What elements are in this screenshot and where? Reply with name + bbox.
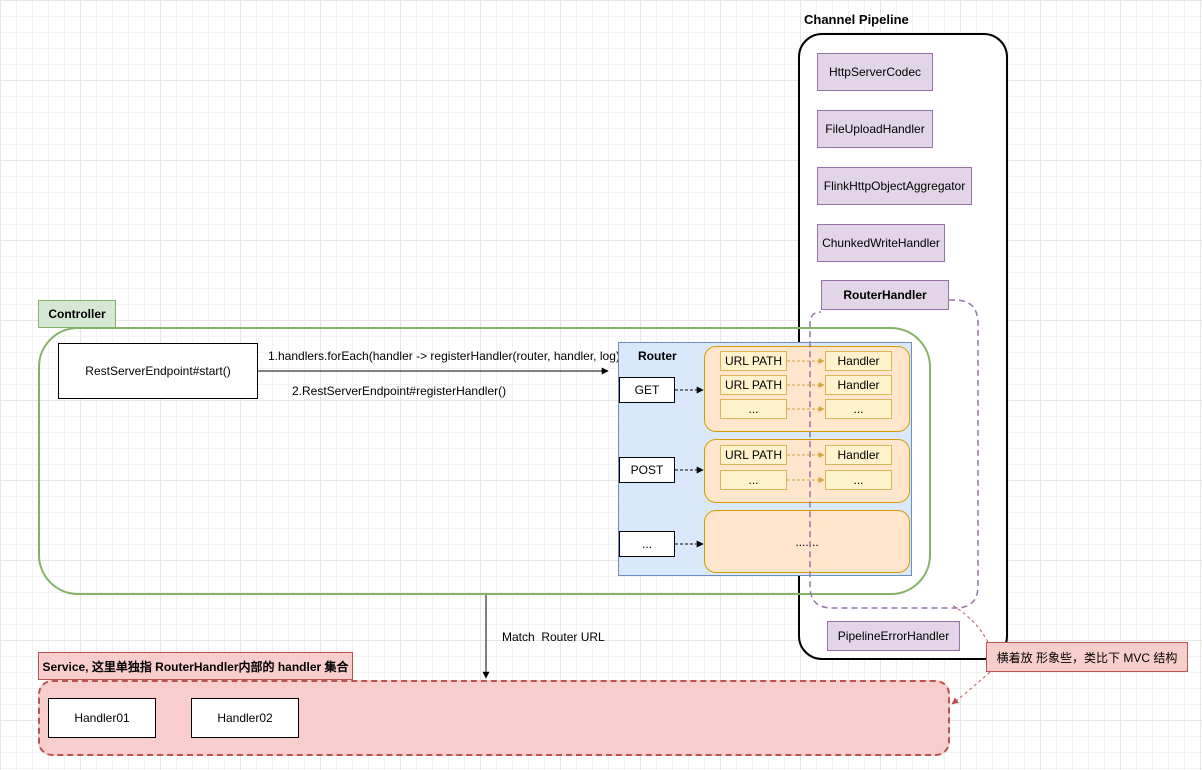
pipeline-handler-router[interactable]: RouterHandler xyxy=(821,280,949,310)
router-method-post[interactable]: POST xyxy=(619,457,675,483)
post-url-path-1[interactable]: URL PATH xyxy=(720,445,787,465)
service-handler-01[interactable]: Handler01 xyxy=(48,698,156,738)
match-router-url-label: Match Router URL xyxy=(502,630,605,644)
other-routes-group: ....... xyxy=(704,510,910,573)
service-handler-02[interactable]: Handler02 xyxy=(191,698,299,738)
pipeline-handler-file-upload[interactable]: FileUploadHandler xyxy=(817,110,933,148)
get-url-path-3[interactable]: ... xyxy=(720,399,787,419)
post-handler-2[interactable]: ... xyxy=(825,470,892,490)
rest-server-endpoint-box[interactable]: RestServerEndpoint#start() xyxy=(58,343,258,399)
get-handler-2[interactable]: Handler xyxy=(825,375,892,395)
get-handler-1[interactable]: Handler xyxy=(825,351,892,371)
mvc-note: 横着放 形象些，类比下 MVC 结构 xyxy=(986,642,1188,672)
pipeline-handler-chunked-write[interactable]: ChunkedWriteHandler xyxy=(817,224,945,262)
post-url-path-2[interactable]: ... xyxy=(720,470,787,490)
note-to-service-arrow xyxy=(951,671,991,705)
get-url-path-2[interactable]: URL PATH xyxy=(720,375,787,395)
pipeline-handler-http-server-codec[interactable]: HttpServerCodec xyxy=(817,53,933,91)
router-title: Router xyxy=(638,349,677,363)
get-url-path-1[interactable]: URL PATH xyxy=(720,351,787,371)
router-method-other[interactable]: ... xyxy=(619,531,675,557)
service-label: Service, 这里单独指 RouterHandler内部的 handler … xyxy=(38,652,353,680)
pipeline-handler-flink-http-object-aggregator[interactable]: FlinkHttpObjectAggregator xyxy=(817,167,972,205)
service-container xyxy=(38,680,950,756)
pipeline-handler-error[interactable]: PipelineErrorHandler xyxy=(827,621,960,651)
pipeline-title: Channel Pipeline xyxy=(804,12,909,27)
register-handler-arrow-label: 2.RestServerEndpoint#registerHandler() xyxy=(292,384,507,398)
post-handler-1[interactable]: Handler xyxy=(825,445,892,465)
get-handler-3[interactable]: ... xyxy=(825,399,892,419)
router-method-get[interactable]: GET xyxy=(619,377,675,403)
controller-label: Controller xyxy=(38,300,116,328)
register-handlers-arrow-label: 1.handlers.forEach(handler -> registerHa… xyxy=(268,349,628,363)
